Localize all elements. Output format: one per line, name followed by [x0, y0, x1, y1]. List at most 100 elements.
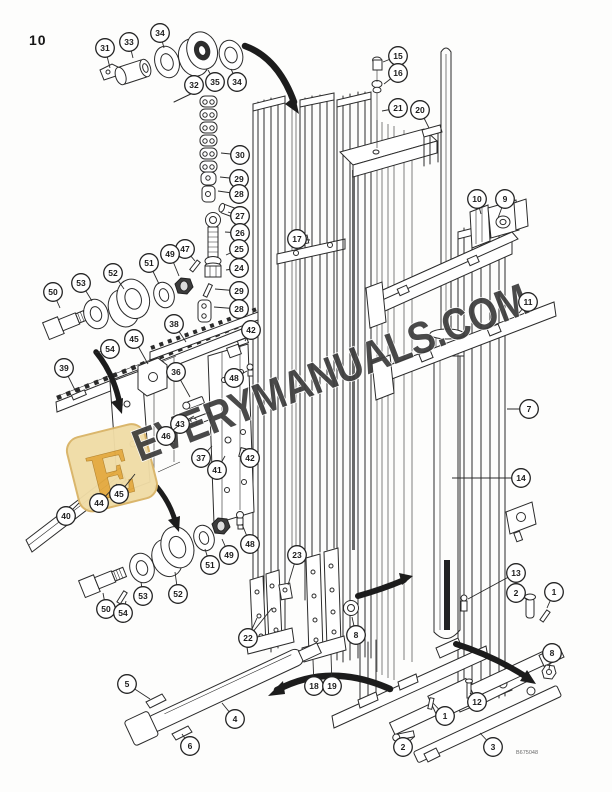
svg-text:34: 34: [232, 77, 242, 87]
callout-53: 53: [71, 273, 93, 302]
svg-text:26: 26: [235, 228, 245, 238]
svg-text:41: 41: [212, 465, 222, 475]
svg-text:1: 1: [443, 711, 448, 721]
callout-42: 42: [240, 448, 260, 468]
callout-15: 15: [382, 46, 408, 66]
svg-text:51: 51: [144, 258, 154, 268]
callout-2: 2: [506, 583, 530, 603]
top-parts-art: [99, 31, 244, 103]
callout-34: 34: [227, 68, 247, 92]
inner-mast-feet-art: [245, 547, 359, 663]
page-number: 10: [29, 32, 47, 48]
svg-text:47: 47: [180, 244, 190, 254]
svg-text:6: 6: [188, 741, 193, 751]
svg-text:24: 24: [234, 263, 244, 273]
callout-35: 35: [205, 69, 225, 92]
cross-members-art: [365, 231, 557, 401]
callout-33: 33: [119, 32, 139, 59]
svg-text:5: 5: [125, 679, 130, 689]
svg-text:30: 30: [235, 150, 245, 160]
svg-text:52: 52: [108, 268, 118, 278]
svg-text:45: 45: [114, 489, 124, 499]
svg-text:17: 17: [292, 234, 302, 244]
callout-24: 24: [225, 258, 249, 278]
svg-text:49: 49: [165, 249, 175, 259]
svg-text:52: 52: [173, 589, 183, 599]
svg-text:4: 4: [233, 714, 238, 724]
callout-40: 40: [56, 502, 80, 526]
svg-text:42: 42: [245, 453, 255, 463]
callout-19: 19: [322, 653, 342, 696]
callout-21: 21: [381, 98, 408, 118]
watermark-text: EVERYMANUALS.COM: [125, 273, 535, 471]
svg-text:34: 34: [155, 28, 165, 38]
svg-text:15: 15: [393, 51, 403, 61]
callout-48: 48: [224, 368, 248, 388]
svg-text:28: 28: [234, 189, 244, 199]
svg-text:54: 54: [105, 344, 115, 354]
callout-51: 51: [139, 253, 160, 285]
assembly-arrows: [93, 42, 536, 696]
svg-text:42: 42: [246, 325, 256, 335]
svg-text:14: 14: [516, 473, 526, 483]
svg-text:33: 33: [124, 37, 134, 47]
callout-25: 25: [225, 239, 249, 259]
callout-1: 1: [544, 582, 564, 609]
callout-17: 17: [287, 229, 311, 249]
inner-mast-art: [252, 92, 346, 653]
callout-49: 49: [160, 244, 180, 277]
svg-text:29: 29: [234, 174, 244, 184]
svg-text:50: 50: [48, 287, 58, 297]
callout-52: 52: [103, 263, 125, 290]
callout-1: 1: [432, 702, 455, 726]
callout-50: 50: [96, 592, 116, 619]
callout-48: 48: [240, 523, 260, 554]
svg-text:9: 9: [503, 194, 508, 204]
svg-text:27: 27: [235, 211, 245, 221]
svg-text:48: 48: [245, 539, 255, 549]
callout-8: 8: [542, 643, 562, 670]
svg-text:22: 22: [243, 633, 253, 643]
callout-46: 46: [156, 425, 179, 446]
svg-text:18: 18: [309, 681, 319, 691]
svg-text:38: 38: [169, 319, 179, 329]
callout-29: 29: [214, 281, 249, 301]
svg-text:49: 49: [224, 550, 234, 560]
svg-text:32: 32: [189, 80, 199, 90]
callout-41: 41: [207, 455, 227, 480]
drawing-code: B675048: [516, 750, 538, 756]
callout-20: 20: [410, 100, 430, 129]
callout-11: 11: [518, 292, 538, 314]
callout-50: 50: [43, 282, 63, 309]
callout-13: 13: [467, 563, 526, 600]
svg-text:8: 8: [550, 648, 555, 658]
callout-49: 49: [219, 538, 239, 565]
svg-text:46: 46: [161, 431, 171, 441]
svg-text:28: 28: [234, 304, 244, 314]
callout-30: 30: [220, 145, 250, 165]
svg-text:19: 19: [327, 681, 337, 691]
svg-text:53: 53: [138, 591, 148, 601]
callout-10: 10: [467, 189, 487, 215]
callout-4: 4: [221, 702, 245, 729]
callout-54: 54: [94, 339, 120, 359]
svg-text:50: 50: [101, 604, 111, 614]
callout-5: 5: [117, 674, 151, 700]
callout-7: 7: [507, 399, 539, 419]
callout-28: 28: [217, 184, 249, 204]
callout-16: 16: [383, 63, 408, 85]
callout-53: 53: [133, 581, 153, 606]
svg-text:2: 2: [401, 742, 406, 752]
callout-38: 38: [164, 314, 187, 343]
svg-text:39: 39: [59, 363, 69, 373]
upper-bearing-group-art: [41, 259, 201, 341]
svg-text:2: 2: [514, 588, 519, 598]
callout-14: 14: [452, 468, 531, 488]
callout-6: 6: [180, 733, 200, 756]
svg-text:11: 11: [524, 297, 533, 307]
svg-text:54: 54: [118, 608, 128, 618]
callout-32: 32: [184, 75, 204, 95]
svg-text:16: 16: [393, 68, 403, 78]
svg-text:45: 45: [129, 334, 139, 344]
svg-text:44: 44: [94, 498, 104, 508]
